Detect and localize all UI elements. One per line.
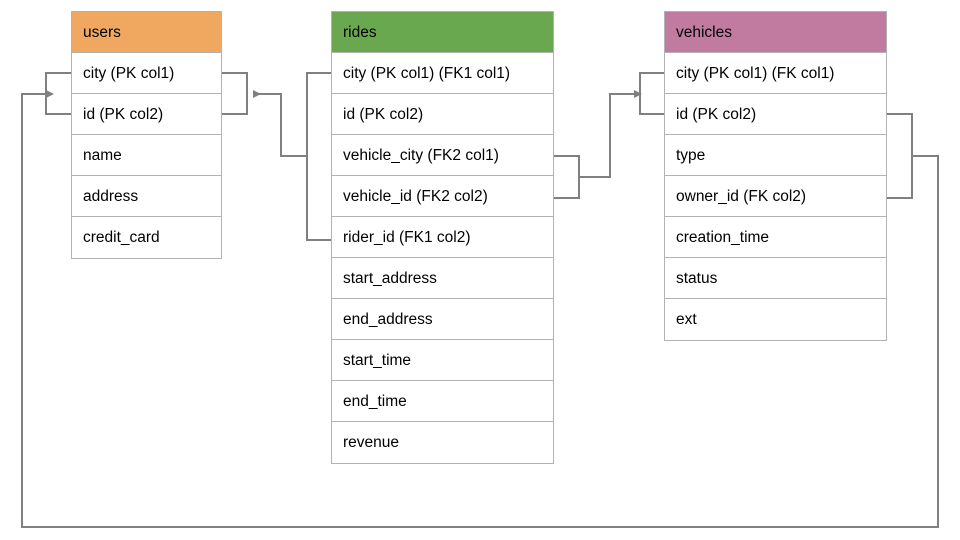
entity-column-vehicles-owner-id[interactable]: owner_id (FK col2) <box>665 176 886 217</box>
rides-to-vehicles-connector <box>579 90 642 178</box>
rides-right-bracket <box>554 155 580 199</box>
entity-column-rides-start-time[interactable]: start_time <box>332 340 553 381</box>
entity-column-vehicles-ext[interactable]: ext <box>665 299 886 340</box>
entity-header-vehicles: vehicles <box>665 12 886 53</box>
entity-column-rides-vehicle-id[interactable]: vehicle_id (FK2 col2) <box>332 176 553 217</box>
entity-column-vehicles-id[interactable]: id (PK col2) <box>665 94 886 135</box>
entity-column-rides-city[interactable]: city (PK col1) (FK1 col1) <box>332 53 553 94</box>
entity-column-users-credit-card[interactable]: credit_card <box>72 217 221 258</box>
entity-column-rides-end-address[interactable]: end_address <box>332 299 553 340</box>
vehicles-left-bracket <box>639 72 664 115</box>
entity-column-users-city[interactable]: city (PK col1) <box>72 53 221 94</box>
entity-column-rides-vehicle-city[interactable]: vehicle_city (FK2 col1) <box>332 135 553 176</box>
entity-column-vehicles-type[interactable]: type <box>665 135 886 176</box>
vehicles-to-users-connector <box>21 90 939 528</box>
entity-header-rides: rides <box>332 12 553 53</box>
entity-column-vehicles-creation-time[interactable]: creation_time <box>665 217 886 258</box>
entity-column-rides-revenue[interactable]: revenue <box>332 422 553 463</box>
entity-column-rides-rider-id[interactable]: rider_id (FK1 col2) <box>332 217 553 258</box>
rides-left-bracket <box>306 72 331 241</box>
users-right-bracket <box>222 72 248 115</box>
entity-column-rides-id[interactable]: id (PK col2) <box>332 94 553 135</box>
entity-table-users[interactable]: users city (PK col1) id (PK col2) name a… <box>71 11 222 259</box>
users-left-bracket <box>45 72 71 115</box>
entity-column-users-id[interactable]: id (PK col2) <box>72 94 221 135</box>
entity-column-rides-end-time[interactable]: end_time <box>332 381 553 422</box>
entity-column-users-address[interactable]: address <box>72 176 221 217</box>
entity-column-vehicles-city[interactable]: city (PK col1) (FK col1) <box>665 53 886 94</box>
entity-column-users-name[interactable]: name <box>72 135 221 176</box>
entity-column-vehicles-status[interactable]: status <box>665 258 886 299</box>
vehicles-right-bracket <box>887 113 913 199</box>
entity-column-rides-start-address[interactable]: start_address <box>332 258 553 299</box>
rides-to-users-connector <box>253 90 307 157</box>
entity-table-vehicles[interactable]: vehicles city (PK col1) (FK col1) id (PK… <box>664 11 887 341</box>
entity-table-rides[interactable]: rides city (PK col1) (FK1 col1) id (PK c… <box>331 11 554 464</box>
entity-header-users: users <box>72 12 221 53</box>
